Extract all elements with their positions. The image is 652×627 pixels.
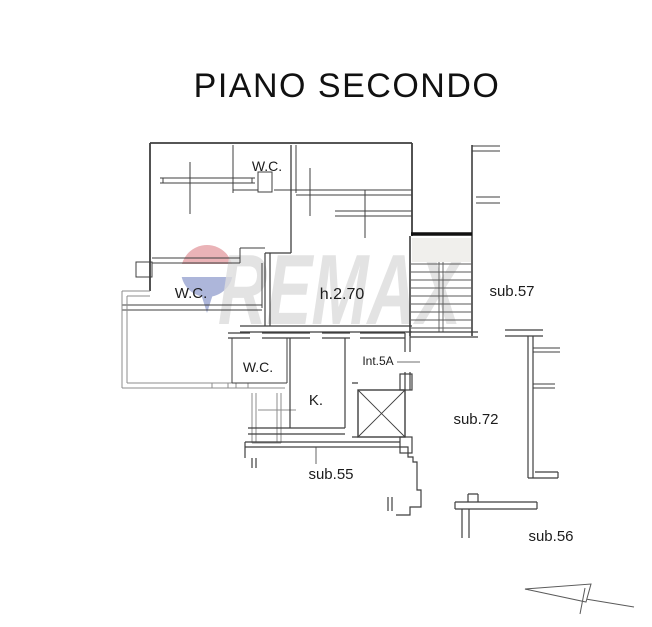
north-arrow-icon xyxy=(524,583,635,615)
wc-top-room xyxy=(232,145,297,193)
terrace-window-ticks xyxy=(211,383,249,388)
room-label-wc-top: W.C. xyxy=(252,158,282,174)
room-label-wc-lower: W.C. xyxy=(243,359,273,375)
right-wall-bottom-cap xyxy=(528,471,559,479)
boundary-hatch xyxy=(387,497,393,511)
terrace-outline xyxy=(121,290,285,389)
windows-top-right xyxy=(296,168,412,238)
room-label-sub-55: sub.55 xyxy=(308,466,353,483)
kitchen-walls xyxy=(248,338,346,435)
room-label-wc-middle: W.C. xyxy=(175,285,208,302)
remax-balloon-icon xyxy=(181,245,233,313)
plan-walls xyxy=(121,142,560,538)
window-top-left xyxy=(160,162,255,214)
room-labels: W.C. W.C. W.C. h.2.70K. Int.5A sub.57 sub.72 su… xyxy=(175,158,574,545)
wc-top-fixture xyxy=(257,171,273,193)
elevator-shaft xyxy=(352,373,413,454)
room-label-ceiling-height: h.2.70 xyxy=(320,286,365,303)
wc-middle-room xyxy=(122,247,265,311)
terrace-small-room xyxy=(251,393,296,444)
entrance-wall xyxy=(404,333,411,390)
staircase xyxy=(409,145,500,338)
living-room-walls xyxy=(240,252,412,333)
sub56-walls xyxy=(454,493,538,538)
right-wall-window-ticks xyxy=(533,347,560,389)
bottom-wall xyxy=(244,441,400,468)
stepped-boundary-wall xyxy=(396,446,422,516)
room-label-sub-72: sub.72 xyxy=(453,411,498,428)
room-label-sub-56: sub.56 xyxy=(528,528,573,545)
room-label-kitchen: K. xyxy=(309,392,323,409)
lower-block-top-wall xyxy=(228,332,405,339)
room-label-interno-5a: Int.5A xyxy=(362,354,393,368)
room-label-sub-57: sub.57 xyxy=(489,283,534,300)
wc-lower-room xyxy=(231,338,288,384)
page-title: PIANO SECONDO xyxy=(194,67,501,105)
right-boundary-wall xyxy=(505,329,543,478)
pilaster xyxy=(135,261,153,278)
